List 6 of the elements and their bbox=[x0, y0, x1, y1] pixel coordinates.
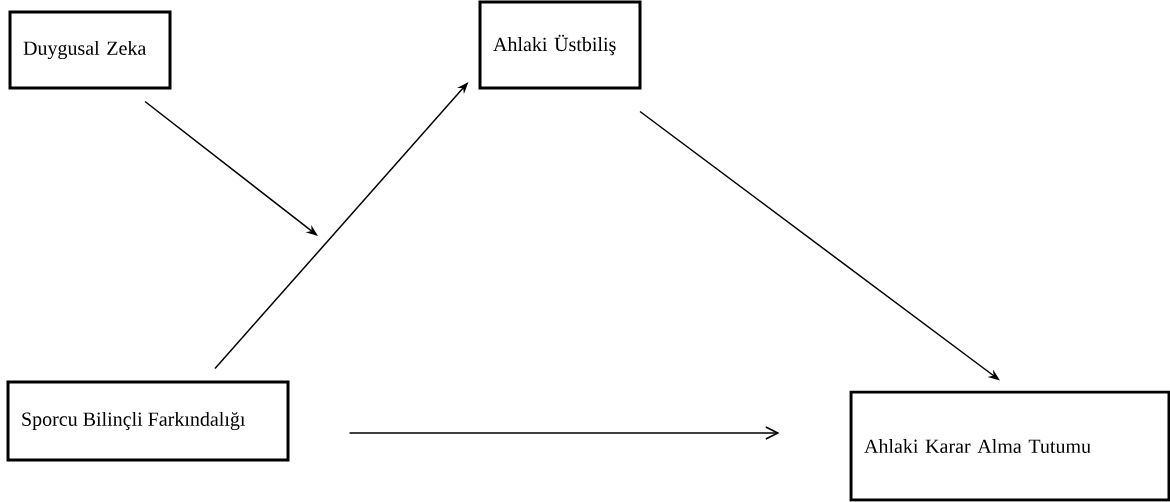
arrow bbox=[144, 100, 318, 236]
concept-box: Ahlaki Üstbiliş bbox=[478, 0, 642, 90]
concept-box: Sporcu Bilinçli Farkındalığı bbox=[6, 380, 290, 462]
concept-box: Ahlaki Karar Alma Tutumu bbox=[849, 390, 1170, 502]
arrow bbox=[348, 426, 780, 440]
concept-box: Duygusal Zeka bbox=[8, 10, 172, 90]
